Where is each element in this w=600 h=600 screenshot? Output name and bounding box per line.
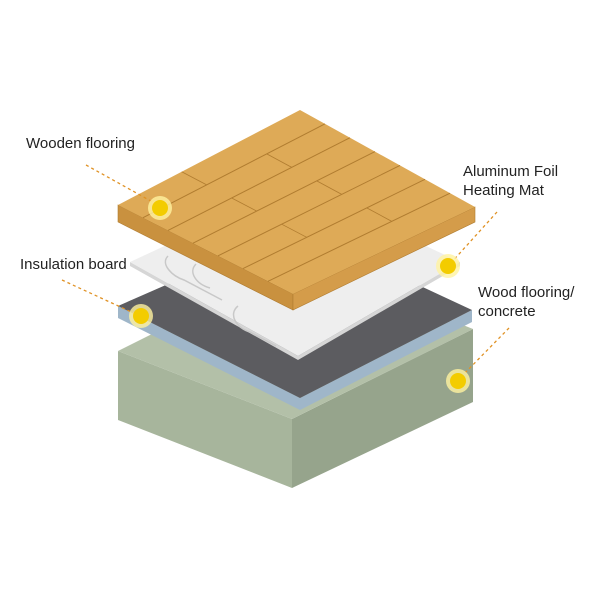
label-aluminum-foil-heating-mat: Aluminum Foil Heating Mat [463, 162, 558, 200]
leader-insulation [61, 279, 141, 317]
plank-seam [167, 137, 351, 231]
heating-wire-loop [192, 263, 211, 289]
wooden-flooring-top-face [118, 110, 475, 294]
plank-seam [217, 164, 401, 257]
base-slab-right-face [292, 329, 473, 488]
plank-joint [266, 153, 292, 168]
plank-joint [316, 180, 342, 195]
marker-dot-icon [450, 373, 466, 389]
plank-seams [142, 123, 451, 282]
leader-wooden-flooring [85, 164, 159, 206]
label-aluminum-foil-line1: Aluminum Foil [463, 163, 559, 180]
plank-seam [142, 123, 326, 219]
heating-wire-loop [232, 305, 277, 347]
label-aluminum-foil-line2: Heating Mat [463, 182, 544, 199]
label-base-line1: Wood flooring/ [478, 284, 575, 301]
plank-seam [192, 151, 376, 244]
marker-dot-icon [440, 258, 456, 274]
plank-joint [181, 171, 207, 186]
plank-joint [281, 223, 307, 238]
label-wooden-flooring: Wooden flooring [26, 134, 135, 153]
wooden-flooring-right-face [292, 206, 476, 311]
marker-dot-icon [152, 200, 168, 216]
label-insulation-board: Insulation board [20, 255, 127, 274]
leader-base [457, 327, 510, 381]
leader-lines [61, 164, 510, 381]
marker-dot-icon [133, 308, 149, 324]
label-wood-flooring-concrete: Wood flooring/ concrete [478, 283, 574, 321]
plank-seam [242, 178, 426, 270]
plank-seam [267, 192, 451, 282]
markers [129, 196, 470, 393]
label-wooden-flooring-text: Wooden flooring [26, 135, 135, 152]
plank-joint [366, 207, 392, 222]
heating-wire-loop [164, 255, 223, 301]
base-slab-left-face [118, 351, 292, 488]
plank-joint [231, 197, 257, 212]
label-base-line2: concrete [478, 303, 536, 320]
wooden-flooring [117, 110, 476, 311]
label-insulation-board-text: Insulation board [20, 256, 127, 273]
insulation-board-edge [118, 306, 472, 410]
